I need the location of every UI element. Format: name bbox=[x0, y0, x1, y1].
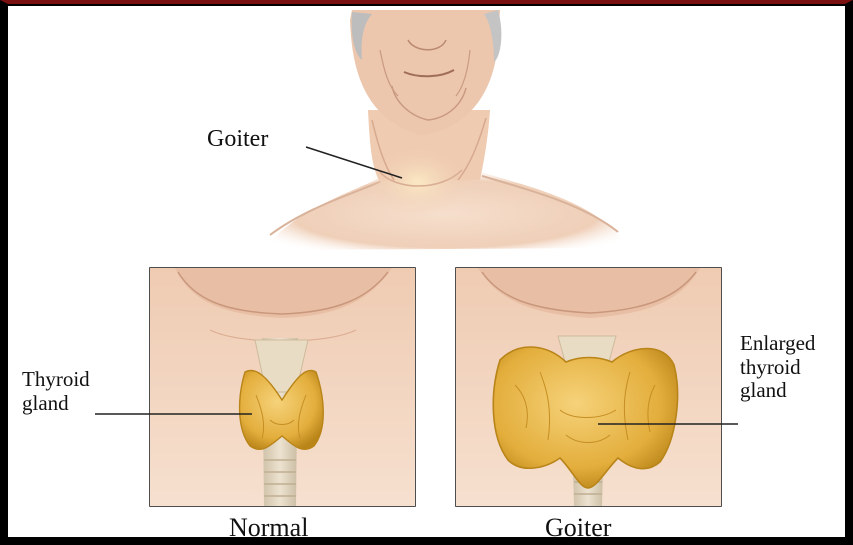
goiter-top-label: Goiter bbox=[207, 126, 268, 153]
goiter-caption: Goiter bbox=[545, 513, 611, 543]
goiter-panel bbox=[456, 268, 738, 506]
goiter-top-text: Goiter bbox=[207, 126, 268, 152]
enlarged-label-line3: gland bbox=[740, 379, 815, 403]
enlarged-label-line1: Enlarged bbox=[740, 332, 815, 356]
thyroid-label-line2: gland bbox=[22, 392, 90, 416]
thyroid-gland-label: Thyroid gland bbox=[22, 368, 90, 415]
normal-caption: Normal bbox=[229, 513, 308, 543]
top-figure bbox=[262, 10, 628, 250]
enlarged-thyroid-label: Enlarged thyroid gland bbox=[740, 332, 815, 403]
enlarged-label-line2: thyroid bbox=[740, 356, 815, 380]
thyroid-label-line1: Thyroid bbox=[22, 368, 90, 392]
normal-panel bbox=[95, 268, 415, 506]
